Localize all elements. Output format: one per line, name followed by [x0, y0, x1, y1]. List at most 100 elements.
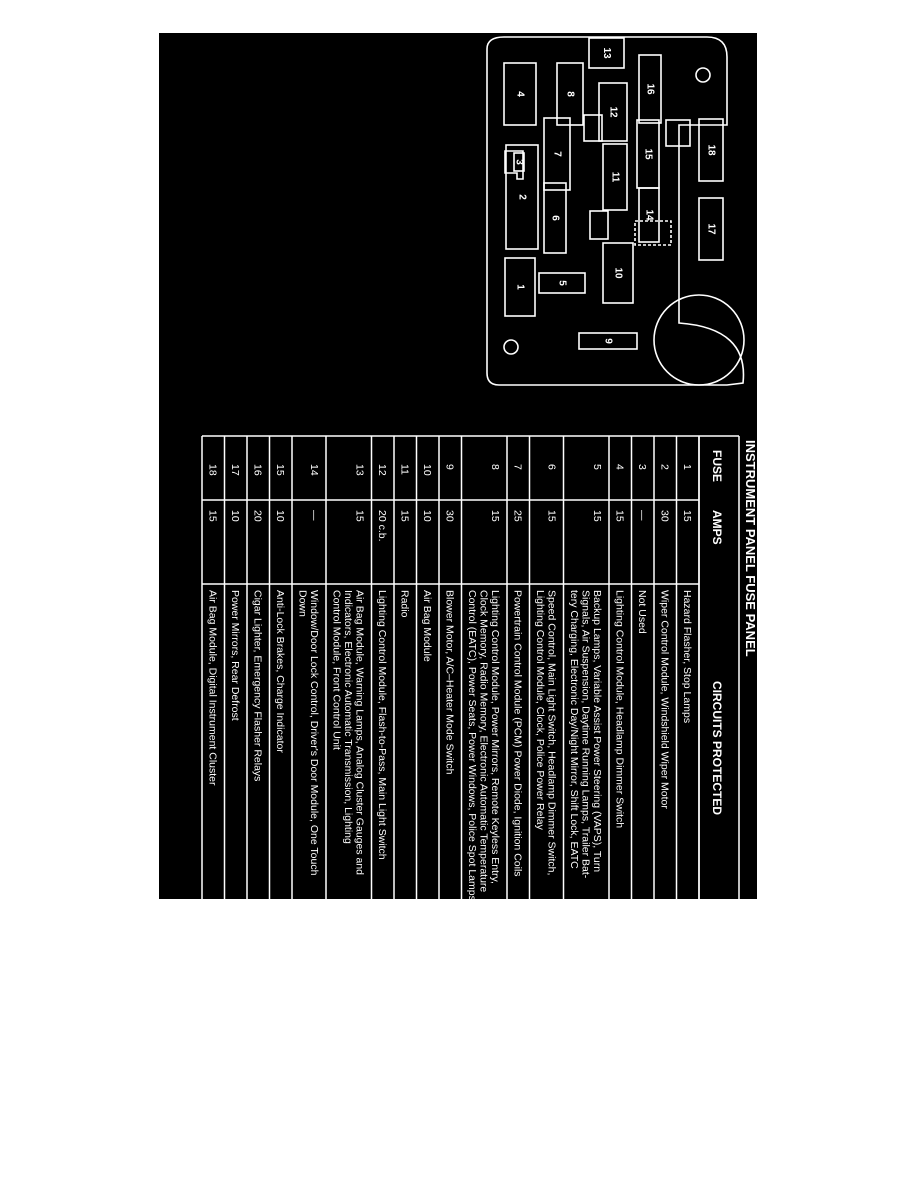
fuse-slot-5	[538, 272, 586, 294]
cell-fuse: 4	[614, 464, 626, 470]
cell-fuse: 18	[207, 464, 219, 476]
fuse-slot-10	[602, 242, 634, 304]
fuse-slot-label-6: 6	[550, 215, 561, 221]
fuse-slot-label-12: 12	[608, 106, 619, 118]
fuse-slot-label-8: 8	[565, 91, 576, 97]
fuse-slot-label-10: 10	[613, 267, 624, 279]
cell-circuit-line: Not Used	[636, 590, 648, 634]
cell-fuse: 13	[354, 464, 366, 476]
cell-circuit-line: Lighting Control Module, Flash-to-Pass, …	[376, 590, 388, 860]
fuse-slot-label-2: 2	[517, 194, 528, 200]
fuse-slot-11	[602, 143, 628, 211]
cell-circuit-line: Backup Lamps, Variable Assist Power Stee…	[591, 590, 603, 872]
cell-circuit-line: Air Bag Module, Warning Lamps, Analog Cl…	[354, 590, 366, 875]
cell-fuse: 1	[681, 464, 693, 470]
fuse-slot-8	[556, 62, 584, 126]
mounting-hole-bottom	[503, 339, 519, 355]
cell-amps: 30	[659, 510, 671, 522]
cell-amps: 10	[274, 510, 286, 522]
fuse-slot-4	[503, 62, 537, 126]
cell-amps: 15	[399, 510, 411, 522]
fuse-slot-label-1: 1	[515, 284, 526, 290]
cell-circuit-line: Control Module, Front Control Unit	[331, 590, 343, 750]
cell-circuit-line: Clock Memory, Radio Memory, Electronic A…	[478, 590, 490, 892]
fuse-slot-1	[504, 257, 536, 317]
cell-circuit-line: Air Bag Module, Digital Instrument Clust…	[207, 590, 219, 786]
cell-fuse: 6	[546, 464, 558, 470]
cell-fuse: 11	[399, 464, 411, 475]
cell-circuit-line: Blower Motor, A/C–Heater Mode Switch	[444, 590, 456, 775]
column-header-circuits: CIRCUITS PROTECTED	[710, 681, 724, 815]
fuse-slot-9	[578, 332, 638, 350]
fuse-slot-15	[636, 119, 660, 189]
fuse-slot-label-14: 14	[644, 209, 655, 221]
mounting-hole-top	[695, 67, 711, 83]
cell-amps: 25	[512, 510, 524, 522]
cell-fuse: 2	[659, 464, 671, 470]
cell-amps: 15	[354, 510, 366, 522]
cell-circuit-line: tery Charging, Electronic Day/Night Mirr…	[568, 590, 580, 869]
cell-circuit-line: Air Bag Module	[421, 590, 433, 662]
cell-circuit-line: Powertrain Control Module (PCM) Power Di…	[512, 590, 524, 877]
fuse-slot-13	[588, 37, 625, 69]
table-row: 14—Window/Door Lock Control, Driver's Do…	[297, 464, 321, 876]
cell-amps: —	[308, 510, 320, 521]
cell-amps: 15	[591, 510, 603, 522]
fuse-table: INSTRUMENT PANEL FUSE PANEL FUSE AMPS CI…	[201, 435, 757, 899]
fuse-slot-label-3: 3	[514, 159, 525, 165]
round-connector	[653, 294, 745, 386]
fuse-slot-label-17: 17	[706, 223, 717, 235]
cell-amps: 30	[444, 510, 456, 522]
fuse-slot-6	[543, 182, 567, 254]
table-grid	[201, 435, 740, 899]
fuse-slot-16	[638, 54, 662, 124]
fuse-slot-label-11: 11	[610, 172, 621, 183]
fuse-slot-label-15: 15	[643, 148, 654, 160]
cell-circuit-line: Down	[297, 590, 309, 617]
cell-amps: 15	[614, 510, 626, 522]
cell-amps: 15	[681, 510, 693, 522]
relay-socket-d	[504, 150, 524, 180]
cell-amps: 20	[252, 510, 264, 522]
cell-circuit-line: Hazard Flasher, Stop Lamps	[681, 590, 693, 723]
fuse-slot-label-4: 4	[515, 91, 526, 97]
table-row: 3—Not Used	[636, 464, 648, 634]
cell-fuse: 17	[229, 464, 241, 476]
cell-circuit-line: Lighting Control Module, Clock, Police P…	[534, 590, 546, 831]
fuse-slot-18	[698, 118, 724, 182]
cell-circuit-line: Radio	[399, 590, 411, 618]
cell-amps: 20 c.b.	[376, 510, 388, 542]
cell-circuit-line: Anti-Lock Brakes, Charge Indicator	[274, 590, 286, 753]
fuse-slot-3	[513, 152, 525, 172]
cell-circuit-line: Window/Door Lock Control, Driver's Door …	[308, 590, 320, 876]
cell-circuit-line: Speed Control, Main Light Switch, Headla…	[546, 590, 558, 875]
cell-circuit-line: Control (EATC), Power Seats, Power Windo…	[466, 590, 478, 899]
table-title: INSTRUMENT PANEL FUSE PANEL	[743, 440, 757, 657]
relay-socket-a	[583, 114, 603, 142]
fuse-box-outline	[486, 36, 745, 386]
cell-fuse: 5	[591, 464, 603, 470]
cell-circuit-line: Lighting Control Module, Headlamp Dimmer…	[614, 590, 626, 828]
fuse-14-housing	[634, 220, 672, 246]
cell-amps: 15	[546, 510, 558, 522]
cell-fuse: 8	[489, 464, 501, 470]
fuse-slot-label-16: 16	[645, 83, 656, 95]
fuse-slot-label-7: 7	[552, 151, 563, 157]
cell-circuit-line: Cigar Lighter, Emergency Flasher Relays	[252, 590, 264, 781]
table-header: FUSE AMPS CIRCUITS PROTECTED	[710, 450, 724, 815]
cell-circuit-line: Lighting Control Module, Power Mirrors, …	[489, 590, 501, 884]
